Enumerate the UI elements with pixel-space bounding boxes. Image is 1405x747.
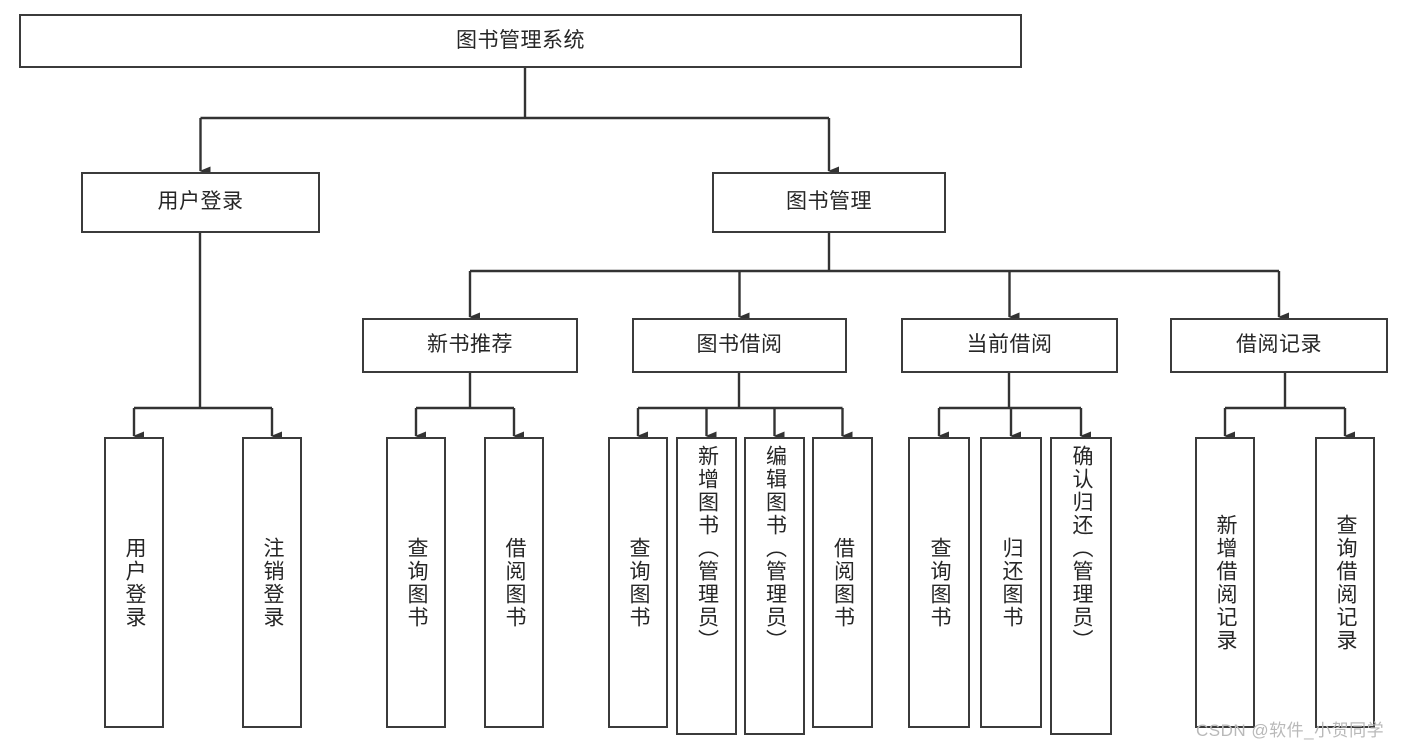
node-label: 用户登录 xyxy=(157,190,244,214)
node-label: 图书借阅 xyxy=(696,333,783,357)
node-label: 确认归还（管理员） xyxy=(1070,445,1094,652)
node-leaf-query-book-rec[interactable]: 查询图书 xyxy=(386,437,446,728)
node-leaf-query-book-borrow[interactable]: 查询图书 xyxy=(608,437,668,728)
node-leaf-query-record[interactable]: 查询借阅记录 xyxy=(1315,437,1375,728)
node-leaf-user-login[interactable]: 用户登录 xyxy=(104,437,164,728)
node-leaf-return-book[interactable]: 归还图书 xyxy=(980,437,1042,728)
node-leaf-borrow-book[interactable]: 借阅图书 xyxy=(812,437,873,728)
edge-group xyxy=(132,68,1355,441)
node-leaf-user-logout[interactable]: 注销登录 xyxy=(242,437,302,728)
node-label: 当前借阅 xyxy=(966,333,1053,357)
node-leaf-edit-book[interactable]: 编辑图书（管理员） xyxy=(744,437,805,735)
node-borrow-record[interactable]: 借阅记录 xyxy=(1170,318,1388,373)
node-root[interactable]: 图书管理系统 xyxy=(19,14,1022,68)
node-new-book-rec[interactable]: 新书推荐 xyxy=(362,318,578,373)
node-leaf-add-record[interactable]: 新增借阅记录 xyxy=(1195,437,1255,728)
node-leaf-confirm-return[interactable]: 确认归还（管理员） xyxy=(1050,437,1112,735)
node-book-borrow[interactable]: 图书借阅 xyxy=(632,318,847,373)
node-leaf-borrow-book-rec[interactable]: 借阅图书 xyxy=(484,437,544,728)
node-label: 新增借阅记录 xyxy=(1214,513,1238,652)
node-label: 用户登录 xyxy=(123,536,147,629)
node-label: 借阅图书 xyxy=(831,536,855,629)
node-leaf-query-book-current[interactable]: 查询图书 xyxy=(908,437,970,728)
node-label: 编辑图书（管理员） xyxy=(763,445,787,652)
node-label: 借阅图书 xyxy=(503,536,527,629)
node-label: 新书推荐 xyxy=(427,333,513,357)
node-label: 查询借阅记录 xyxy=(1334,513,1358,652)
node-label: 查询图书 xyxy=(405,536,429,629)
node-label: 新增图书（管理员） xyxy=(695,445,719,652)
node-label: 图书管理 xyxy=(786,190,872,214)
node-leaf-add-book[interactable]: 新增图书（管理员） xyxy=(676,437,737,735)
node-label: 借阅记录 xyxy=(1236,333,1322,357)
watermark-text: CSDN @软件_小贺同学 xyxy=(1196,721,1385,740)
node-label: 注销登录 xyxy=(261,536,285,629)
node-current-borrow[interactable]: 当前借阅 xyxy=(901,318,1118,373)
node-label: 查询图书 xyxy=(627,536,651,629)
node-label: 查询图书 xyxy=(928,536,952,629)
node-book-manage[interactable]: 图书管理 xyxy=(712,172,946,233)
node-label: 归还图书 xyxy=(1000,536,1024,629)
node-user-login[interactable]: 用户登录 xyxy=(81,172,320,233)
node-label: 图书管理系统 xyxy=(456,28,585,52)
